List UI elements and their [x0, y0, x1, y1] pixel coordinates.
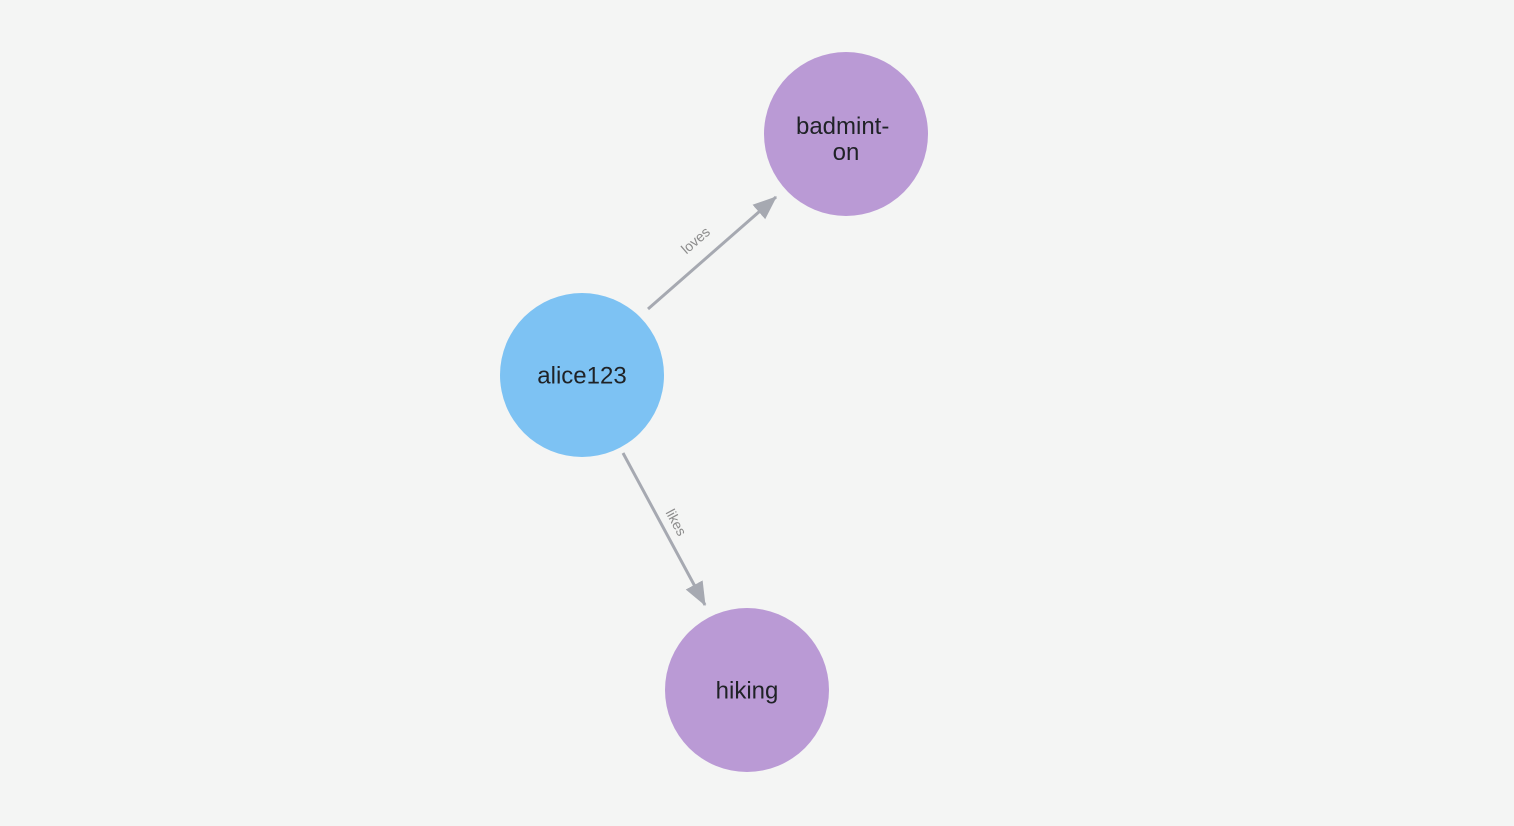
- node-hiking[interactable]: hiking: [665, 608, 829, 772]
- node-circle[interactable]: [764, 52, 928, 216]
- node-circle[interactable]: [500, 293, 664, 457]
- edge-likes[interactable]: likes: [621, 452, 707, 607]
- node-badminton[interactable]: badmint- on: [764, 52, 928, 216]
- edge-label: loves: [678, 223, 713, 257]
- edge-loves[interactable]: loves: [647, 195, 777, 311]
- edge-line[interactable]: [621, 452, 707, 607]
- node-alice123[interactable]: alice123: [500, 293, 664, 457]
- edge-line[interactable]: [647, 195, 777, 311]
- node-circle[interactable]: [665, 608, 829, 772]
